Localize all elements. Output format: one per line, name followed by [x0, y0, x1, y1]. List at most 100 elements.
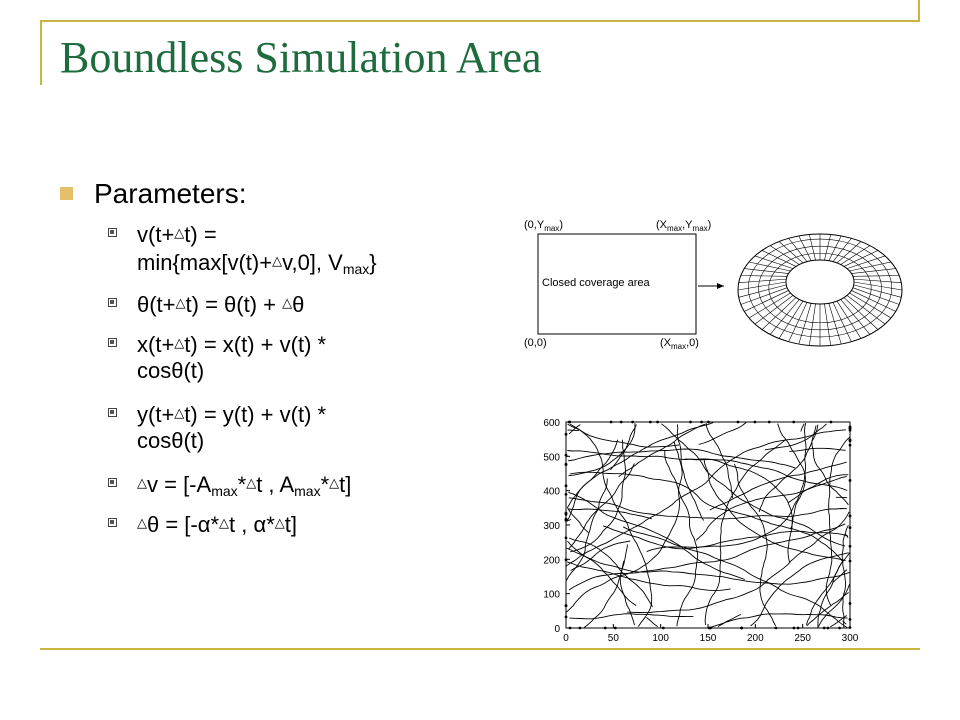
torus-meridian: [846, 255, 886, 269]
torus-meridian: [853, 281, 903, 291]
delta-icon: △: [282, 295, 293, 310]
trajectory-line: [568, 448, 847, 511]
delta-icon: △: [174, 335, 185, 350]
plot-axes: [565, 421, 851, 629]
trajectory-point: [631, 420, 635, 424]
trajectory-point: [740, 626, 744, 630]
torus-meridian: [853, 278, 902, 283]
torus-meridian: [769, 245, 800, 265]
torus-meridian: [744, 268, 789, 274]
trajectory-point: [792, 626, 796, 630]
delta-icon: △: [246, 475, 257, 490]
torus-meridian: [754, 295, 794, 325]
eq-text: t]: [339, 472, 352, 497]
coverage-torus-diagram: (0,Ymax) (Xmax,Ymax) Closed coverage are…: [524, 219, 903, 351]
torus-meridian: [748, 261, 791, 272]
torus-meridian: [851, 268, 896, 274]
trajectory-point: [848, 602, 852, 605]
eq-text: t) = x(t) + v(t) *: [184, 332, 327, 357]
trajectory-line: [565, 429, 848, 583]
trajectory-line: [568, 458, 848, 580]
trajectory-point: [564, 484, 568, 488]
y-tick-label: 600: [543, 418, 560, 429]
bullet-box-icon: [108, 338, 117, 347]
trajectory-line: [565, 423, 849, 627]
torus-meridian: [788, 238, 808, 262]
torus-meridian: [852, 287, 900, 305]
x-tick-label: 50: [608, 633, 620, 644]
arrow-head-icon: [717, 283, 724, 289]
eq-text: t , α*: [229, 512, 275, 537]
trajectory-point: [848, 544, 852, 548]
subscript: max: [211, 483, 238, 499]
coverage-box: [537, 233, 697, 335]
delta-icon: △: [137, 475, 147, 490]
trajectory-point: [564, 558, 568, 562]
trajectory-point: [767, 420, 771, 424]
torus-meridian: [840, 299, 871, 335]
trajectory-point: [848, 559, 852, 563]
torus-meridian: [778, 241, 804, 264]
trajectory-point: [774, 626, 778, 630]
y-tick-label: 500: [543, 452, 560, 463]
eq-text: y(t+: [137, 402, 175, 427]
torus-meridian: [828, 235, 842, 261]
trajectory-line: [570, 422, 849, 627]
torus-meridian: [832, 302, 852, 342]
trajectory-point: [564, 604, 568, 608]
torus-meridian: [832, 238, 852, 262]
eq-text: t) =: [184, 222, 217, 247]
torus-meridian: [761, 297, 797, 330]
trajectory-point: [796, 626, 800, 630]
eq-text: v(t+: [137, 222, 175, 247]
delta-icon: △: [137, 515, 147, 530]
trajectory-line: [567, 423, 848, 628]
trajectory-point: [564, 462, 568, 466]
y-tick-label: 100: [543, 590, 560, 601]
eq-text: θ = [-α*: [147, 512, 220, 537]
trajectory-line: [567, 447, 846, 563]
trajectory-point: [564, 493, 568, 496]
torus-meridian: [748, 292, 791, 319]
y-tick-label: 300: [543, 521, 560, 532]
torus-meridian: [852, 275, 900, 277]
torus-meridian: [824, 303, 831, 346]
trajectory-point: [709, 626, 712, 630]
trajectory-point: [707, 420, 710, 424]
delta-icon: △: [272, 253, 283, 268]
subscript: max: [342, 261, 370, 277]
bullet-box-icon: [108, 228, 117, 237]
torus-meridian: [849, 261, 892, 272]
bullet-box-icon: [108, 478, 117, 487]
parameters-label: Parameters:: [94, 178, 247, 209]
torus-meridian: [836, 241, 862, 264]
trajectory-point: [848, 526, 852, 530]
trajectory-point: [848, 439, 852, 443]
torus-meridian: [761, 250, 797, 267]
trajectory-point: [619, 420, 623, 424]
torus-meridian: [853, 284, 902, 298]
trajectory-point: [689, 420, 692, 424]
eq-text: *: [237, 472, 247, 497]
torus-meridian: [738, 278, 787, 283]
torus-ring: [758, 245, 882, 331]
trajectory-line: [567, 424, 851, 627]
trajectory-line: [566, 422, 849, 628]
trajectory-point: [848, 626, 852, 629]
eq-text: t , A: [256, 472, 295, 497]
trajectory-line: [566, 459, 846, 592]
left-rule: [40, 20, 42, 85]
torus-meridian: [840, 245, 871, 265]
torus-meridian: [740, 275, 788, 277]
bullet-box-icon: [108, 518, 117, 527]
y-tick-label: 0: [554, 624, 560, 635]
torus-meridian: [778, 300, 804, 339]
y-tick-label: 400: [543, 487, 560, 498]
eq-text: *: [320, 472, 330, 497]
trajectory-point: [568, 420, 572, 424]
torus-meridian: [740, 287, 788, 305]
torus-meridian: [809, 303, 816, 346]
trajectory-line: [566, 425, 850, 628]
eq-text: t) = θ(t) +: [185, 292, 283, 317]
